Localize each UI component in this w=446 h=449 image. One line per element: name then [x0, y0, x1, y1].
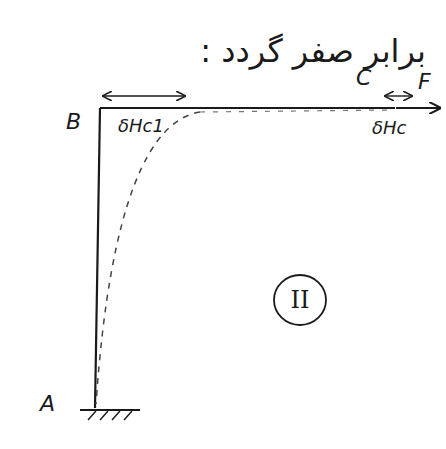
circled-numeral: II: [272, 272, 328, 328]
joint-label: C: [356, 66, 371, 90]
note-text: برابر صفر گردد :: [186, 34, 426, 69]
roman-numeral: II: [291, 288, 310, 312]
column-line: [95, 108, 100, 408]
displacement-arrow: [385, 95, 412, 96]
fixed-support: [80, 409, 140, 411]
support-hatch: [88, 411, 132, 420]
joint-label: B: [66, 110, 81, 134]
beam-line: [100, 107, 395, 109]
displacement-label: δHc: [372, 118, 406, 138]
force-label: F: [418, 70, 431, 94]
joint-label: A: [40, 392, 55, 416]
deflected-beam: [200, 110, 390, 112]
displacement-arrow: [103, 95, 185, 96]
force-arrow: [396, 107, 440, 109]
displacement-label: δHc1: [118, 116, 164, 136]
deflected-shape: [96, 112, 200, 404]
node-text-holder: II: [272, 272, 328, 328]
circle-outline: [274, 275, 326, 325]
